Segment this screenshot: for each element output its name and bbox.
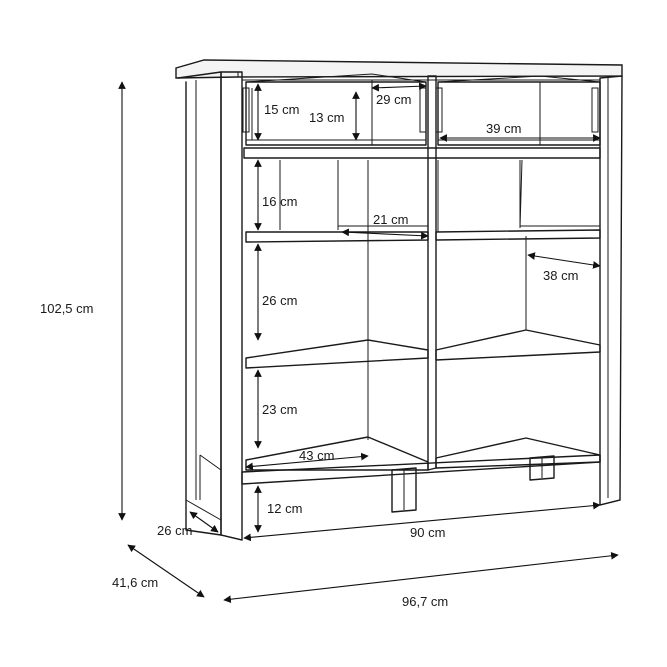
dimension-lines — [118, 81, 619, 604]
drawer-inner-height-label: 13 cm — [309, 110, 344, 125]
drawer-right — [437, 81, 601, 146]
top-board — [175, 59, 623, 79]
cabinet-outline — [175, 59, 623, 541]
drawer-depth-label: 29 cm — [376, 92, 411, 107]
center-divider — [427, 75, 437, 471]
middle-shelf-right — [435, 329, 601, 361]
rear-leg-right — [529, 455, 555, 481]
left-front-post — [220, 71, 243, 541]
depth-inner-label: 26 cm — [157, 523, 192, 538]
lower-compartment-width-label: 43 cm — [299, 448, 334, 463]
shelf-lower-height-label: 23 cm — [262, 402, 297, 417]
drawer-left — [245, 81, 427, 146]
shelf-under-drawers — [243, 147, 601, 159]
shelf-depth-label: 38 cm — [543, 268, 578, 283]
right-side-post — [599, 75, 623, 506]
middle-shelf-left — [245, 339, 429, 369]
width-total-label: 96,7 cm — [402, 594, 448, 609]
shelf-upper-height-label: 16 cm — [262, 194, 297, 209]
height-total-label: 102,5 cm — [40, 301, 93, 316]
depth-total-label: 41,6 cm — [112, 575, 158, 590]
drawer-outer-height-label: 15 cm — [264, 102, 299, 117]
drawer-width-label: 39 cm — [486, 121, 521, 136]
upper-shelf-left — [245, 231, 429, 243]
plinth-height-label: 12 cm — [267, 501, 302, 516]
upper-shelf-right — [435, 229, 601, 241]
width-inner-label: 90 cm — [410, 525, 445, 540]
small-compartment-width-label: 21 cm — [373, 212, 408, 227]
front-plinth — [241, 454, 601, 485]
dimension-labels: 102,5 cm 41,6 cm 96,7 cm 26 cm 90 cm 12 … — [40, 92, 578, 609]
shelf-middle-height-label: 26 cm — [262, 293, 297, 308]
